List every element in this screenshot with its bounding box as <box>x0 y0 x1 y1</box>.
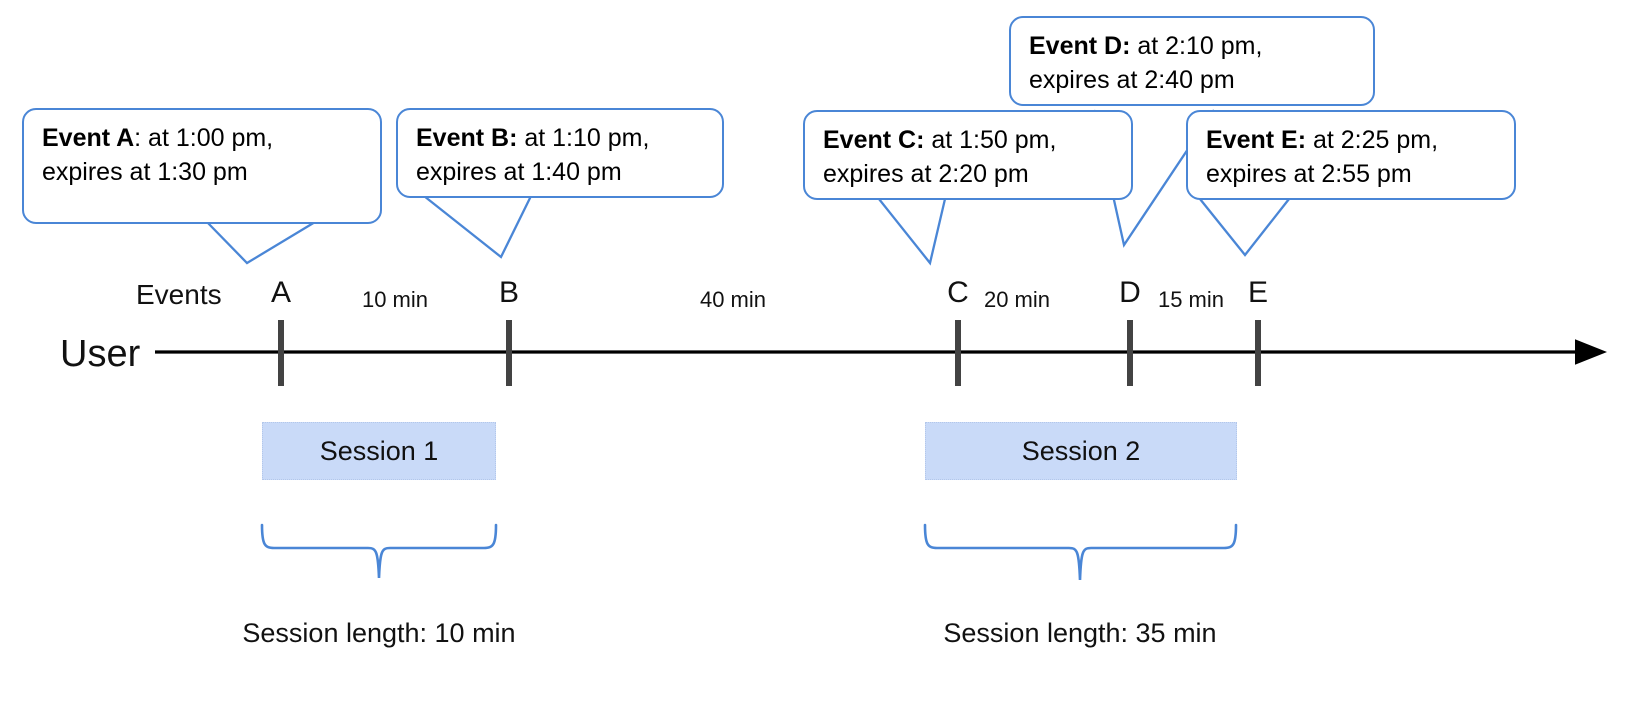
session-1-length: Session length: 10 min <box>242 618 516 648</box>
callout-tail-B <box>423 195 533 259</box>
axis-label-user: User <box>60 333 141 375</box>
callout-e-line2: expires at 2:55 pm <box>1206 159 1412 188</box>
callout-b-line2: expires at 1:40 pm <box>416 157 622 186</box>
callout-event-d[interactable]: Event D: at 2:10 pm, expires at 2:40 pm <box>1009 16 1375 106</box>
session-2-label: Session 2 <box>1021 435 1141 466</box>
event-ticks <box>278 320 1261 386</box>
event-letter-e: E <box>1247 276 1268 309</box>
callout-e-rest: at 2:25 pm, <box>1306 126 1439 154</box>
axis-label-events: Events <box>136 279 222 310</box>
callout-event-b[interactable]: Event B: at 1:10 pm, expires at 1:40 pm <box>396 108 724 198</box>
callout-c-bold: Event C: <box>823 126 925 154</box>
callout-a-rest: : at 1:00 pm, <box>134 124 274 152</box>
event-letter-d: D <box>1119 276 1141 309</box>
gap-label-c-d: 20 min <box>983 287 1051 312</box>
callout-tail-E <box>1199 198 1290 257</box>
event-letter-b: B <box>498 276 519 309</box>
event-letter-c: C <box>947 276 969 309</box>
session-2-length: Session length: 35 min <box>943 618 1217 648</box>
callout-e-bold: Event E: <box>1206 126 1307 154</box>
callout-a-bold: Event A <box>42 124 135 152</box>
callout-d-rest: at 2:10 pm, <box>1130 32 1263 60</box>
session-bar-2[interactable]: Session 2 <box>925 422 1237 480</box>
callout-b-rest: at 1:10 pm, <box>517 124 650 152</box>
brace-session-2 <box>923 523 1238 581</box>
callout-event-c[interactable]: Event C: at 1:50 pm, expires at 2:20 pm <box>803 110 1133 200</box>
session-1-label: Session 1 <box>319 435 439 466</box>
callout-b-bold: Event B: <box>416 124 518 152</box>
callout-event-e[interactable]: Event E: at 2:25 pm, expires at 2:55 pm <box>1186 110 1516 200</box>
callout-c-line2: expires at 2:20 pm <box>823 159 1029 188</box>
gap-label-b-c: 40 min <box>699 287 767 312</box>
event-letter-a: A <box>270 276 291 309</box>
callout-d-bold: Event D: <box>1029 32 1131 60</box>
gap-label-a-b: 10 min <box>361 287 429 312</box>
callout-c-rest: at 1:50 pm, <box>924 126 1057 154</box>
callout-tail-C <box>878 198 947 266</box>
callout-d-line2: expires at 2:40 pm <box>1029 65 1235 94</box>
brace-session-1 <box>260 523 498 579</box>
callout-event-a[interactable]: Event A: at 1:00 pm, expires at 1:30 pm <box>22 108 382 224</box>
gap-label-d-e: 15 min <box>1157 287 1225 312</box>
session-bar-1[interactable]: Session 1 <box>262 422 496 480</box>
callout-a-line2: expires at 1:30 pm <box>42 157 248 186</box>
